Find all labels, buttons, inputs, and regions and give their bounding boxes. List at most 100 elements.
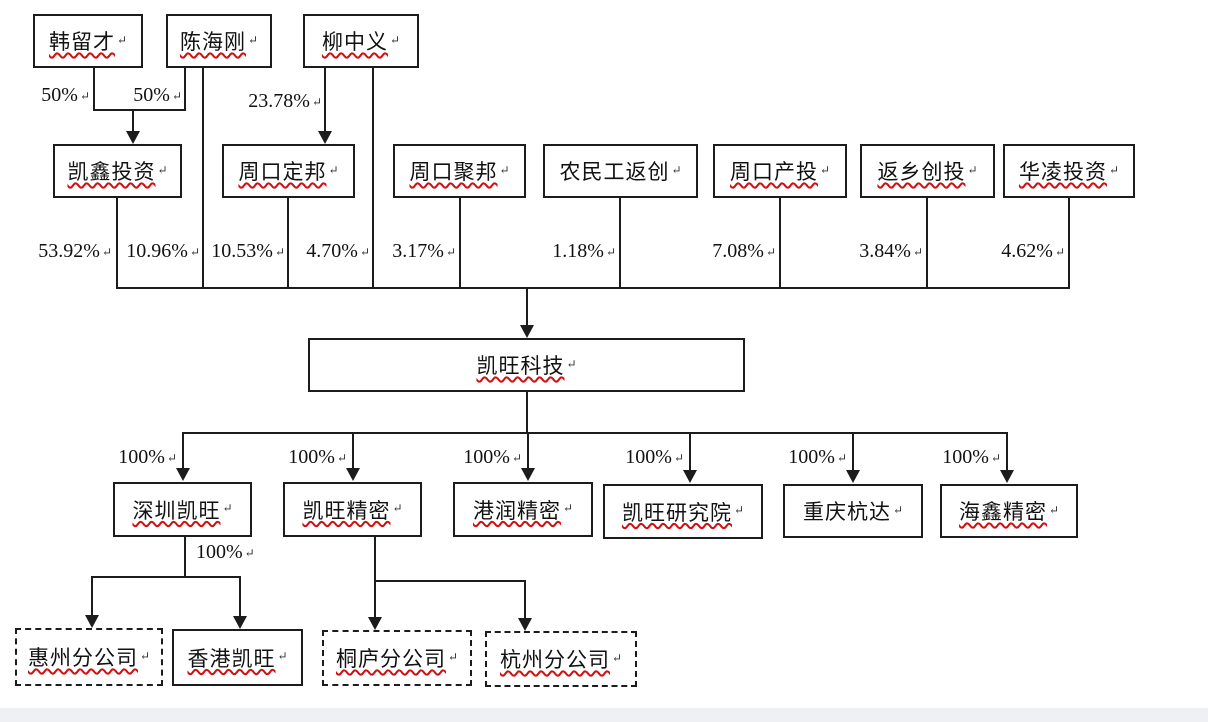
node-label: 农民工返创 <box>559 160 670 184</box>
pct-nongmin: 1.18%↵ <box>544 240 616 263</box>
return-mark-icon: ↵ <box>445 245 456 259</box>
return-mark-icon: ↵ <box>765 245 776 259</box>
pct-han-to-kaixin: 50%↵ <box>28 84 90 107</box>
return-mark-icon: ↵ <box>277 649 288 663</box>
arrowhead-icon <box>346 468 360 481</box>
return-mark-icon: ↵ <box>1108 162 1120 177</box>
connector-line <box>202 68 204 289</box>
pct-value: 23.78% <box>248 90 310 112</box>
pct-value: 4.62% <box>1001 240 1053 262</box>
connector-line <box>527 432 529 468</box>
connector-line <box>91 576 241 578</box>
node-kaixin-investment: 凯鑫投资↵ <box>53 144 182 198</box>
return-mark-icon: ↵ <box>116 32 128 47</box>
connector-line <box>239 576 241 616</box>
node-label: 凯旺科技 <box>476 354 565 378</box>
node-haixin-jingmi: 海鑫精密↵ <box>940 484 1078 538</box>
pct-value: 100% <box>942 446 989 468</box>
node-han-liucai: 韩留才↵ <box>33 14 143 68</box>
connector-line <box>779 198 781 289</box>
connector-line <box>852 432 854 470</box>
return-mark-icon: ↵ <box>605 245 616 259</box>
pct-dingbang: 10.53%↵ <box>205 240 285 263</box>
node-label: 韩留才 <box>48 30 115 54</box>
return-mark-icon: ↵ <box>189 245 200 259</box>
pct-sub-jingmi: 100%↵ <box>285 446 347 469</box>
arrowhead-icon <box>233 616 247 629</box>
pct-value: 3.84% <box>859 240 911 262</box>
return-mark-icon: ↵ <box>79 89 90 103</box>
connector-line <box>184 537 186 578</box>
node-label: 周口定邦 <box>238 160 327 184</box>
node-fanxiang-chuangtou: 返乡创投↵ <box>860 144 995 198</box>
arrowhead-icon <box>85 615 99 628</box>
return-mark-icon: ↵ <box>274 245 285 259</box>
node-label: 柳中义 <box>321 30 388 54</box>
connector-line <box>116 287 1070 289</box>
connector-line <box>116 198 118 289</box>
return-mark-icon: ↵ <box>336 451 347 465</box>
pct-value: 50% <box>41 84 78 106</box>
return-mark-icon: ↵ <box>511 451 522 465</box>
connector-line <box>287 198 289 289</box>
return-mark-icon: ↵ <box>967 162 978 177</box>
node-label: 深圳凯旺 <box>132 498 221 523</box>
return-mark-icon: ↵ <box>499 162 510 177</box>
node-label: 杭州分公司 <box>499 648 610 672</box>
pct-value: 10.96% <box>126 240 188 262</box>
connector-line <box>182 432 1008 434</box>
return-mark-icon: ↵ <box>892 502 904 517</box>
node-label: 凯旺研究院 <box>621 500 732 525</box>
node-zhoukou-dingbang: 周口定邦↵ <box>222 144 355 198</box>
return-mark-icon: ↵ <box>562 501 574 515</box>
pct-value: 100% <box>625 446 672 468</box>
pct-sub-haixin: 100%↵ <box>939 446 1001 469</box>
return-mark-icon: ↵ <box>836 451 847 465</box>
connector-line <box>619 198 621 289</box>
return-mark-icon: ↵ <box>566 356 577 371</box>
return-mark-icon: ↵ <box>244 546 255 560</box>
arrowhead-icon <box>846 470 860 483</box>
pct-sub-chongqing: 100%↵ <box>785 446 847 469</box>
bottom-strip <box>0 708 1208 722</box>
return-mark-icon: ↵ <box>166 451 177 465</box>
node-label: 华凌投资 <box>1018 160 1107 184</box>
pct-value: 7.08% <box>712 240 764 262</box>
connector-line <box>182 432 184 468</box>
node-kaiwang-jingmi: 凯旺精密↵ <box>283 482 422 537</box>
node-chongqing-hangda: 重庆杭达↵ <box>783 484 923 538</box>
node-zhoukou-jubang: 周口聚邦↵ <box>393 144 526 198</box>
node-label: 海鑫精密 <box>958 500 1047 524</box>
node-label: 周口产投 <box>729 160 818 184</box>
connector-line <box>926 198 928 289</box>
return-mark-icon: ↵ <box>447 649 459 664</box>
connector-line <box>524 580 526 618</box>
connector-line <box>374 537 376 617</box>
node-nongmingong-fanchuang: 农民工返创↵ <box>543 144 698 198</box>
node-chen-haigang: 陈海刚↵ <box>166 14 272 68</box>
pct-value: 100% <box>288 446 335 468</box>
pct-sub-gangrun: 100%↵ <box>460 446 522 469</box>
connector-line <box>526 287 528 325</box>
return-mark-icon: ↵ <box>222 501 233 515</box>
pct-value: 100% <box>196 541 243 563</box>
connector-line <box>689 432 691 470</box>
return-mark-icon: ↵ <box>247 32 259 47</box>
return-mark-icon: ↵ <box>912 245 923 259</box>
node-tonglu-branch: 桐庐分公司↵ <box>322 630 472 686</box>
return-mark-icon: ↵ <box>1054 245 1065 259</box>
connector-line <box>374 580 526 582</box>
node-liu-zhongyi: 柳中义↵ <box>303 14 419 68</box>
pct-value: 10.53% <box>211 240 273 262</box>
node-label: 凯旺精密 <box>302 498 391 523</box>
arrowhead-icon <box>368 617 382 630</box>
return-mark-icon: ↵ <box>733 503 745 517</box>
node-label: 桐庐分公司 <box>335 647 446 671</box>
connector-line <box>324 68 326 131</box>
node-hangzhou-branch: 杭州分公司↵ <box>485 631 637 687</box>
return-mark-icon: ↵ <box>1048 502 1060 517</box>
pct-value: 1.18% <box>552 240 604 262</box>
connector-line <box>184 68 186 111</box>
connector-line <box>1068 198 1070 289</box>
connector-line <box>132 109 134 131</box>
